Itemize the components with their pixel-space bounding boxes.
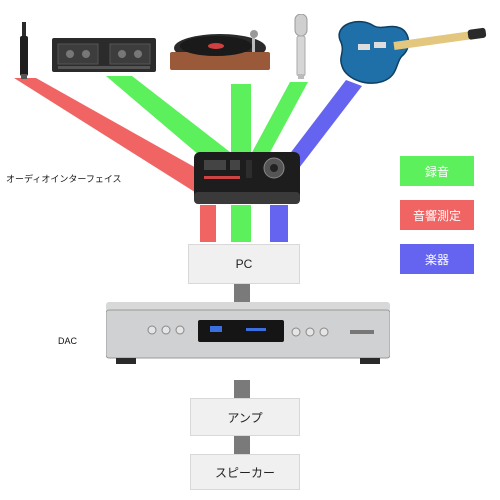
flow-recording-out xyxy=(231,205,251,242)
cassette-deck-icon xyxy=(52,38,156,72)
speaker-label: スピーカー xyxy=(214,465,275,480)
dac-device-icon xyxy=(106,302,390,364)
flow-recording-mic xyxy=(250,82,308,156)
pc-label: PC xyxy=(235,257,253,271)
legend-measurement: 音響測定 xyxy=(400,200,474,230)
connector-pc-dac xyxy=(234,284,250,302)
legend-instrument: 楽器 xyxy=(400,244,474,274)
speaker-box: スピーカー xyxy=(190,454,300,490)
audio-interface-label: オーディオインターフェイス xyxy=(6,174,122,184)
legend-instrument-label: 楽器 xyxy=(424,252,449,267)
connector-dac-amp xyxy=(234,380,250,398)
flow-instrument-guitar xyxy=(282,80,362,172)
pc-box: PC xyxy=(188,244,300,284)
electric-guitar-icon xyxy=(338,20,487,84)
legend-measurement-label: 音響測定 xyxy=(412,208,461,223)
turntable-icon xyxy=(170,30,270,70)
audio-interface-icon xyxy=(194,152,300,204)
amp-label: アンプ xyxy=(227,410,263,425)
flow-measurement-mic xyxy=(14,78,214,194)
legend-recording-label: 録音 xyxy=(424,164,449,179)
flow-measurement-out xyxy=(200,205,216,242)
amp-box: アンプ xyxy=(190,398,300,436)
measurement-microphone-icon xyxy=(20,22,28,79)
legend-recording: 録音 xyxy=(400,156,474,186)
condenser-microphone-icon xyxy=(294,14,308,79)
flow-recording-cassette xyxy=(106,76,230,166)
flow-instrument-out xyxy=(270,205,288,242)
dac-label: DAC xyxy=(58,336,78,346)
connector-amp-speaker xyxy=(234,436,250,454)
flow-recording-turntable xyxy=(231,84,251,154)
